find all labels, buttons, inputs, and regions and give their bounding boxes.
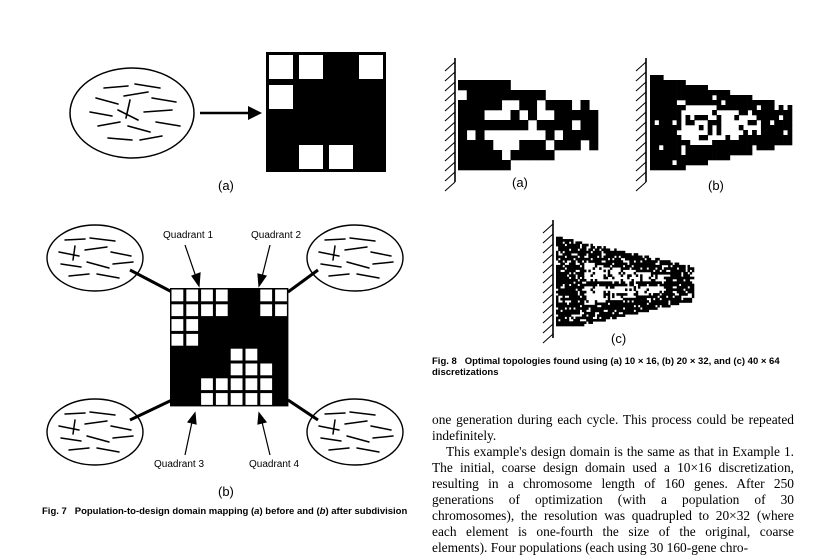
- fig8-caption-text: Optimal topologies found using (a) 10 × …: [432, 356, 780, 378]
- grid-cell-white: [260, 378, 273, 391]
- population-ellipse-1: [46, 224, 144, 292]
- quadrant-3-label: Quadrant 3: [154, 459, 205, 470]
- grid-cell-white: [260, 363, 273, 376]
- topology-c: [542, 220, 695, 344]
- fig8b-label: (b): [708, 178, 724, 193]
- grid-cell-white: [245, 378, 258, 391]
- grid-cell-white: [186, 319, 199, 331]
- fig7-caption-post: ) after subdivision: [325, 506, 408, 517]
- fig8-caption-number: Fig. 8: [432, 356, 457, 367]
- population-ellipse: [69, 67, 195, 159]
- grid-cell-white: [201, 378, 213, 391]
- grid-cell-white: [245, 348, 258, 361]
- fig8-caption: Fig. 8 Optimal topologies found using (a…: [432, 356, 802, 378]
- grid-cell-white: [275, 289, 287, 302]
- quadrant-1-label: Quadrant 1: [163, 230, 214, 241]
- quadrant-2-label: Quadrant 2: [251, 230, 302, 241]
- grid-cell-white: [299, 55, 323, 79]
- grid-cell-white: [215, 289, 228, 302]
- mapping-arrow: [200, 106, 262, 120]
- grid-cell-white: [215, 378, 228, 391]
- fig7-caption-b: b: [319, 506, 326, 517]
- population-ellipse-3: [46, 398, 144, 466]
- topology-a: [444, 58, 599, 192]
- grid-cell-white: [329, 145, 353, 169]
- fig7-caption: Fig. 7 Population-to-design domain mappi…: [42, 506, 417, 517]
- grid-cell-white: [260, 393, 273, 405]
- grid-cell-white: [299, 145, 323, 169]
- grid-cell-white: [215, 393, 228, 405]
- grid-cell-white: [230, 393, 243, 405]
- grid-cell-white: [171, 289, 184, 302]
- fig7-caption-pre: Population-to-design domain mapping (: [74, 506, 255, 517]
- fig7a-label: (a): [218, 178, 234, 193]
- grid-cell-white: [215, 304, 228, 317]
- design-domain-grid-a: [266, 52, 386, 172]
- grid-cell-white: [245, 393, 258, 405]
- grid-cell-white: [201, 393, 213, 405]
- grid-cell-white: [269, 85, 293, 109]
- grid-cell-white: [260, 304, 273, 317]
- grid-cell-white: [245, 363, 258, 376]
- body-text: one generation during each cycle. This p…: [432, 412, 794, 556]
- topology-b: [635, 58, 793, 192]
- quadrant-4-label: Quadrant 4: [249, 459, 300, 470]
- fig7b-label: (b): [218, 484, 234, 499]
- fig7-caption-number: Fig. 7: [42, 506, 67, 517]
- grid-cell-white: [186, 289, 199, 302]
- population-ellipse-4: [306, 398, 404, 466]
- grid-cell-white: [201, 304, 213, 317]
- grid-cell-white: [186, 304, 199, 317]
- fig7-caption-mid: ) before and (: [259, 506, 320, 517]
- grid-cell-white: [269, 55, 293, 79]
- grid-cell-white: [201, 289, 213, 302]
- grid-cell-white: [171, 319, 184, 331]
- grid-cell-white: [171, 333, 184, 346]
- body-paragraph-2: This example's design domain is the same…: [432, 444, 794, 555]
- grid-cell-white: [230, 348, 243, 361]
- population-ellipse-2: [306, 224, 404, 292]
- connector-lines: [129, 268, 319, 422]
- design-domain-grid-b: [170, 288, 289, 407]
- grid-cell-white: [260, 289, 273, 302]
- fig8a-label: (a): [512, 175, 528, 190]
- fig8c-label: (c): [611, 331, 627, 346]
- grid-cell-white: [186, 333, 199, 346]
- fig7-caption-a: a: [254, 506, 260, 517]
- grid-cell-white: [359, 55, 383, 79]
- body-paragraph-1: one generation during each cycle. This p…: [432, 412, 794, 443]
- grid-cell-white: [275, 304, 287, 317]
- grid-cell-white: [171, 304, 184, 317]
- quadrant-arrows: [184, 244, 271, 456]
- grid-cell-white: [230, 363, 243, 376]
- grid-cell-white: [230, 378, 243, 391]
